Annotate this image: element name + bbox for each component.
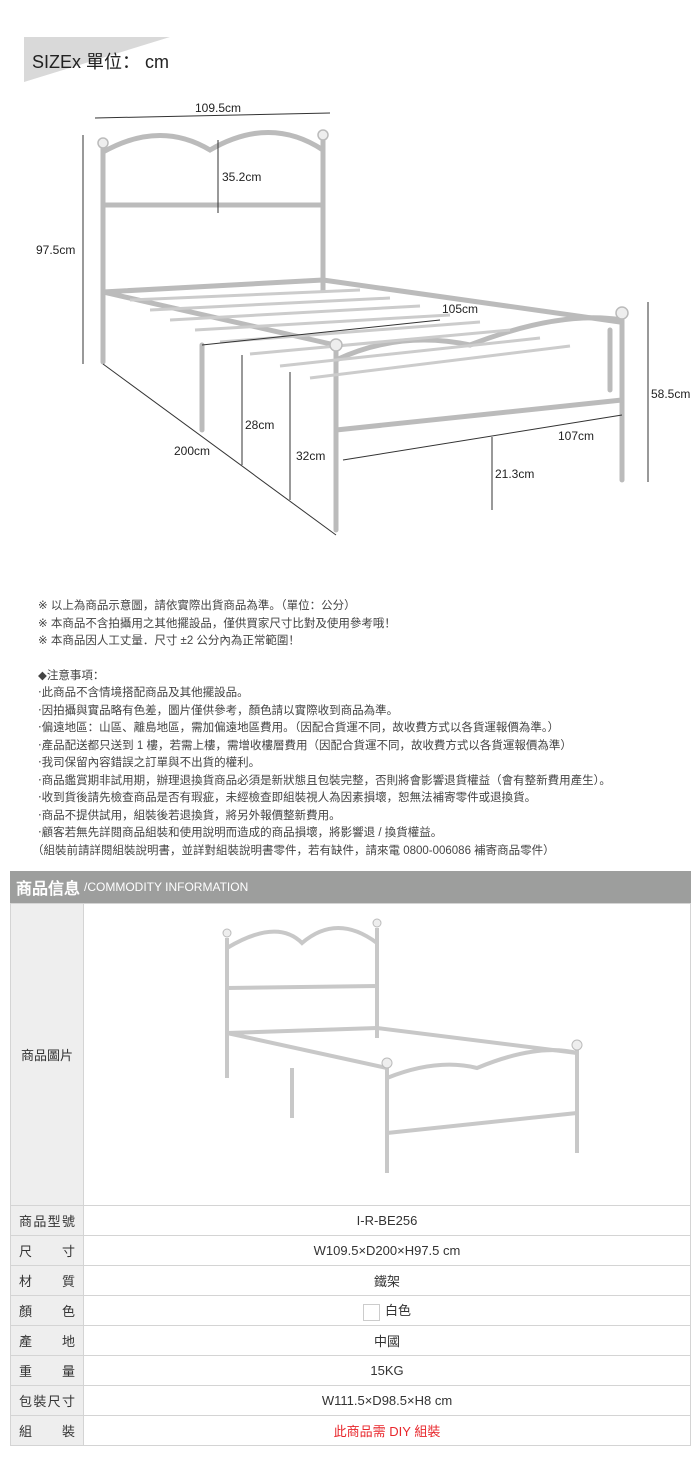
notice: ‧因拍攝與實品略有色差，圖片僅供參考，顏色請以實際收到商品為準。 — [38, 704, 399, 717]
dim-foot-width: 107cm — [558, 429, 595, 443]
dim-footboard-height: 58.5cm — [651, 387, 691, 401]
dim-clearance: 32cm — [296, 449, 326, 463]
row-value: 15KG — [83, 1355, 691, 1386]
notice: ‧顧客若無先詳閱商品組裝和使用說明而造成的商品損壞，將影響退 / 換貨權益。 — [38, 827, 443, 839]
table-row: 產地中國 — [10, 1325, 691, 1356]
size-header: SIZEx 單位： cm — [32, 52, 170, 72]
notice: ‧商品不提供試用，組裝後若退換貨，將另外報價整新費用。 — [38, 809, 341, 822]
dim-foot-clearance: 21.3cm — [495, 467, 535, 481]
row-value-color: 白色 — [83, 1295, 691, 1326]
notice-title: ◆注意事項： — [38, 669, 105, 682]
notice: ‧收到貨後請先檢查商品是否有瑕疵，未經檢查即組裝視人為因素損壞，恕無法補寄零件或… — [38, 792, 537, 804]
table-row: 顏色 白色 — [10, 1295, 691, 1326]
row-label: 材質 — [10, 1265, 84, 1296]
table-row: 材質鐵架 — [10, 1265, 691, 1296]
row-value-assembly: 此商品需 DIY 組裝 — [83, 1415, 691, 1446]
row-value: 中國 — [83, 1325, 691, 1356]
disclaimer: ※ 以上為商品示意圖，請依實際出貨商品為準。（單位：公分） — [38, 600, 356, 612]
row-value: 鐵架 — [83, 1265, 691, 1296]
row-value: W111.5×D98.5×H8 cm — [83, 1385, 691, 1416]
notice: ‧產品配送都只送到 1 樓，若需上樓，需增收樓層費用（因配合貨運不同，故收費方式… — [38, 739, 572, 752]
info-title: 商品信息 — [16, 881, 81, 898]
table-row: 組裝此商品需 DIY 組裝 — [10, 1415, 691, 1446]
row-label: 組裝 — [10, 1415, 84, 1446]
notes: ※ 以上為商品示意圖，請依實際出貨商品為準。（單位：公分） ※ 本商品不含拍攝用… — [32, 598, 611, 860]
dim-height: 97.5cm — [36, 243, 76, 257]
dim-width: 109.5cm — [195, 101, 242, 115]
product-image — [83, 903, 691, 1206]
row-label: 產地 — [10, 1325, 84, 1356]
notice: ‧我司保留內容錯誤之訂單與不出貨的權利。 — [38, 757, 261, 769]
dim-length: 200cm — [174, 444, 211, 458]
dim-headboard: 35.2cm — [222, 170, 262, 184]
dim-leg: 28cm — [245, 418, 275, 432]
notice: （組裝前請詳閱組裝說明書，並詳對組裝說明書零件，若有缺件，請來電 0800-00… — [32, 844, 555, 857]
disclaimer: ※ 本商品因人工丈量．尺寸 ±2 公分內為正常範圍！ — [38, 635, 300, 647]
row-label: 顏色 — [10, 1295, 84, 1326]
info-subtitle: /COMMODITY INFORMATION — [84, 880, 249, 894]
row-label: 包裝尺寸 — [10, 1385, 84, 1416]
color-swatch — [362, 1303, 380, 1321]
color-value: 白色 — [384, 1303, 411, 1319]
row-value: I-R-BE256 — [83, 1205, 691, 1236]
bed-dimension-drawing — [82, 112, 649, 536]
row-label: 尺寸 — [10, 1235, 84, 1266]
bed-image — [222, 918, 583, 1173]
notice: ‧此商品不含情境搭配商品及其他擺設品。 — [38, 687, 249, 699]
row-label: 重量 — [10, 1355, 84, 1386]
table-row: 商品圖片 — [10, 903, 691, 1206]
row-label: 商品型號 — [10, 1205, 84, 1236]
notice: ‧商品鑑賞期非試用期，辦理退換貨商品必須是新狀態且包裝完整，否則將會影響退貨權益… — [38, 774, 611, 787]
row-label: 商品圖片 — [10, 903, 84, 1206]
info-header: 商品信息 /COMMODITY INFORMATION — [10, 871, 691, 903]
dim-side: 105cm — [442, 302, 479, 316]
disclaimer: ※ 本商品不含拍攝用之其他擺設品，僅供買家尺寸比對及使用參考哦！ — [38, 617, 396, 630]
row-value: W109.5×D200×H97.5 cm — [83, 1235, 691, 1266]
notice: ‧偏遠地區：山區、離島地區，需加偏遠地區費用。（因配合貨運不同，故收費方式以各貨… — [38, 722, 560, 734]
